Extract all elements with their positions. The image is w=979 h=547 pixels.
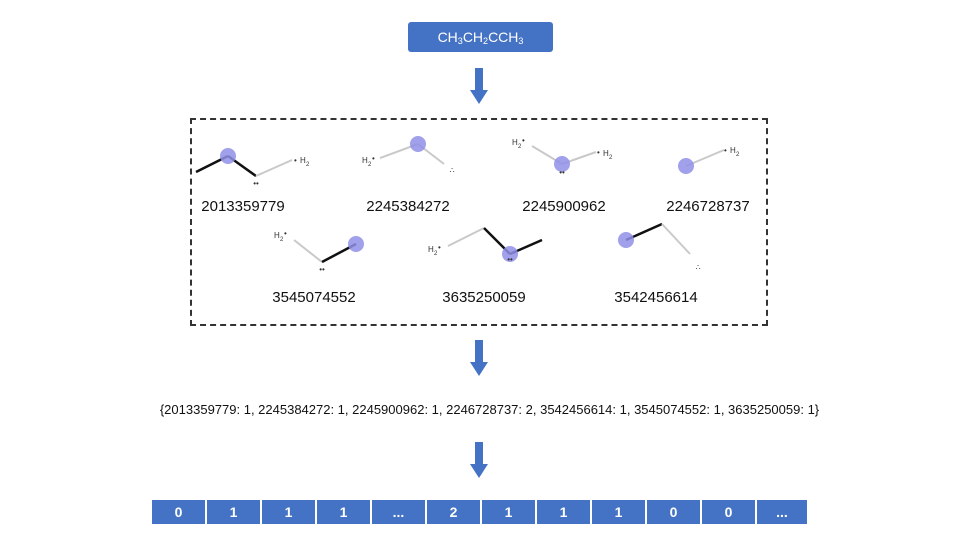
fragment-7: ∴ bbox=[618, 222, 701, 272]
svg-text:H: H bbox=[512, 138, 518, 147]
svg-text:••: •• bbox=[253, 179, 259, 188]
smiles-sub: 2 bbox=[483, 36, 489, 46]
fragment-3: H 2 • •• • H 2 bbox=[512, 136, 613, 177]
svg-text:2: 2 bbox=[368, 162, 372, 168]
svg-text:2: 2 bbox=[609, 155, 613, 161]
vector-cell: 0 bbox=[152, 500, 205, 524]
substructure-frame bbox=[190, 118, 768, 326]
svg-text:H: H bbox=[300, 156, 306, 165]
substructure-id: 2246728737 bbox=[666, 198, 750, 215]
svg-text:••: •• bbox=[559, 168, 565, 177]
svg-text:2: 2 bbox=[736, 152, 740, 158]
vector-cell: 1 bbox=[537, 500, 590, 524]
vector-cell: 1 bbox=[482, 500, 535, 524]
vector-cell: 0 bbox=[647, 500, 700, 524]
vector-cell: 1 bbox=[207, 500, 260, 524]
fragment-6: H 2 • •• bbox=[428, 227, 543, 264]
fragment-5: H 2 • •• bbox=[274, 229, 364, 274]
smiles-part: CH bbox=[462, 29, 484, 45]
down-arrow-icon bbox=[470, 442, 488, 478]
svg-text:∴: ∴ bbox=[695, 263, 700, 272]
svg-text:•: • bbox=[724, 146, 727, 155]
smiles-part: CH bbox=[437, 29, 458, 45]
smiles-sub: 3 bbox=[518, 36, 524, 46]
vector-cell: 0 bbox=[702, 500, 755, 524]
svg-text:∴: ∴ bbox=[449, 166, 454, 175]
substructure-id: 3542456614 bbox=[614, 289, 698, 306]
svg-text:•: • bbox=[438, 243, 441, 252]
vector-cell: 1 bbox=[592, 500, 645, 524]
svg-text:•: • bbox=[372, 154, 375, 163]
svg-text:•: • bbox=[597, 148, 600, 157]
substructure-id: 2013359779 bbox=[201, 198, 285, 215]
substructure-id: 3635250059 bbox=[442, 289, 526, 306]
substructure-id: 3545074552 bbox=[272, 289, 356, 306]
fingerprint-vector: 0 1 1 1 ... 2 1 1 1 0 0 ... bbox=[152, 500, 807, 524]
svg-text:H: H bbox=[730, 146, 736, 155]
vector-cell: 2 bbox=[427, 500, 480, 524]
down-arrow-icon bbox=[470, 340, 488, 376]
svg-text:2: 2 bbox=[306, 162, 310, 168]
smiles-sub: 3 bbox=[457, 36, 463, 46]
svg-text:H: H bbox=[362, 156, 368, 165]
fragment-4: • H 2 bbox=[678, 146, 740, 174]
fragment-1: •• • H 2 bbox=[195, 148, 310, 188]
substructure-id: 2245900962 bbox=[522, 198, 606, 215]
svg-text:2: 2 bbox=[518, 144, 522, 150]
vector-cell: ... bbox=[372, 500, 425, 524]
vector-cell: ... bbox=[757, 500, 807, 524]
svg-text:••: •• bbox=[507, 255, 513, 264]
svg-text:H: H bbox=[603, 149, 609, 158]
hash-count-dictionary: {2013359779: 1, 2245384272: 1, 224590096… bbox=[159, 402, 820, 417]
substructure-id: 2245384272 bbox=[366, 198, 450, 215]
vector-cell: 1 bbox=[262, 500, 315, 524]
svg-text:••: •• bbox=[319, 265, 325, 274]
svg-text:2: 2 bbox=[280, 237, 284, 243]
fragment-2: H 2 • ∴ bbox=[362, 136, 455, 175]
svg-text:2: 2 bbox=[434, 251, 438, 257]
svg-text:H: H bbox=[274, 231, 280, 240]
smiles-input-box: CH3CH2CCH3 bbox=[408, 22, 553, 52]
vector-cell: 1 bbox=[317, 500, 370, 524]
down-arrow-icon bbox=[470, 68, 488, 104]
svg-text:•: • bbox=[294, 156, 297, 165]
svg-text:•: • bbox=[522, 136, 525, 145]
svg-text:H: H bbox=[428, 245, 434, 254]
smiles-part: CCH bbox=[488, 29, 519, 45]
svg-text:•: • bbox=[284, 229, 287, 238]
